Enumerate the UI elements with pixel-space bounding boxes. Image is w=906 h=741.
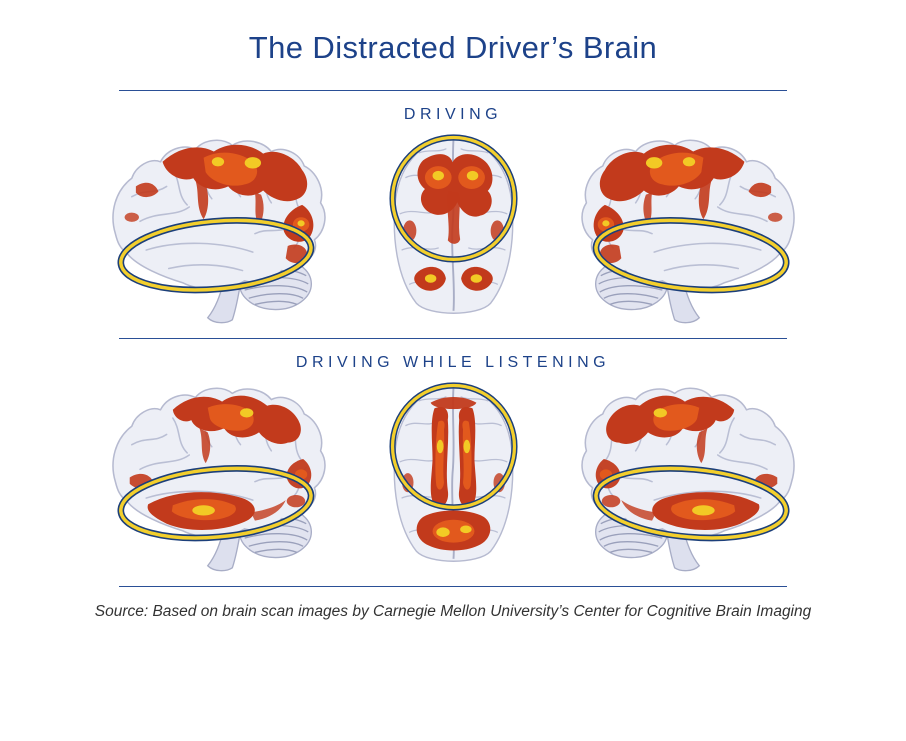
brain-top-driving-image [377,128,530,315]
brain-top-listening [377,376,530,576]
divider-bottom [119,586,787,587]
brain-row-driving-while-listening [101,376,806,576]
page-title: The Distracted Driver’s Brain [248,30,658,65]
brain-lateral-left-listening-image [111,387,326,571]
section-driving-label: DRIVING [403,106,503,123]
brain-lateral-right-listening-image [580,387,795,571]
section-driving-while-listening-label: DRIVING WHILE LISTENING [295,354,611,371]
section-driving-while-listening: DRIVING WHILE LISTENING [101,339,806,586]
brain-lateral-left-driving-image [111,139,326,323]
brain-top-listening-image [377,376,530,563]
divider-middle [119,338,787,339]
divider-top [119,90,787,91]
brain-top-driving [377,128,530,328]
section-driving: DRIVING [101,91,806,338]
brain-lateral-left-driving [101,131,337,326]
brain-lateral-right-driving-image [580,139,795,323]
brain-lateral-right-listening [570,379,806,574]
brain-lateral-left-listening [101,379,337,574]
source-credit: Source: Based on brain scan images by Ca… [94,603,812,620]
brain-lateral-right-driving [570,131,806,326]
brain-row-driving [101,128,806,328]
